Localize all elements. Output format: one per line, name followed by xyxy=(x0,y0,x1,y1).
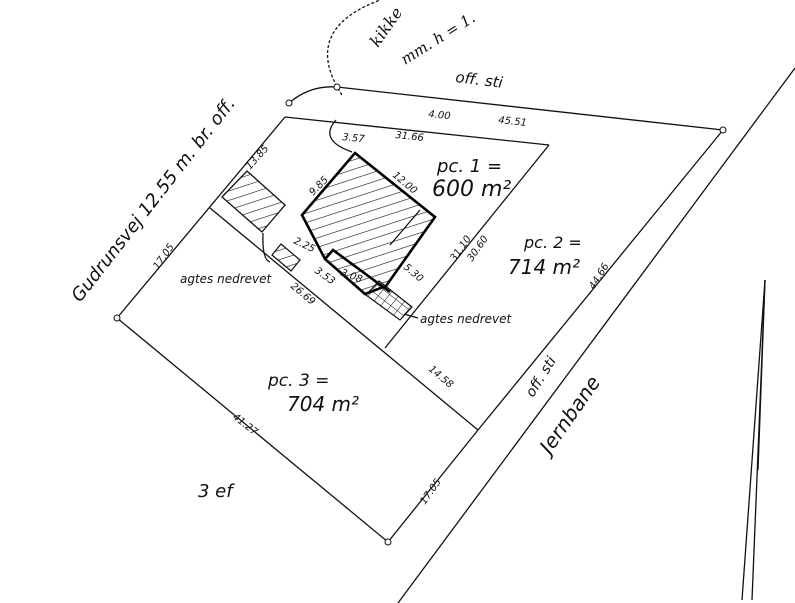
parcel-3: pc. 3 = 704 m² xyxy=(267,371,359,416)
svg-text:17.05: 17.05 xyxy=(418,477,443,507)
svg-text:13.85: 13.85 xyxy=(244,143,271,172)
svg-text:3.57: 3.57 xyxy=(342,132,366,145)
parcel-label: pc. 1 = xyxy=(436,156,502,177)
parcel-area: 714 m² xyxy=(508,255,580,279)
parcel-1: pc. 1 = 600 m² xyxy=(432,156,511,202)
svg-text:2.25: 2.25 xyxy=(292,236,317,255)
garage xyxy=(221,170,286,233)
parcel-2: pc. 2 = 714 m² xyxy=(508,233,582,279)
neighbour-label: 3 ef xyxy=(198,481,235,502)
demolished-right-label: agtes nedrevet xyxy=(420,312,513,326)
parcel-label: pc. 2 = xyxy=(523,233,582,252)
svg-text:41.27: 41.27 xyxy=(230,412,260,439)
svg-text:3.53: 3.53 xyxy=(312,265,337,287)
parcel-area: 704 m² xyxy=(287,392,359,416)
svg-text:44.66: 44.66 xyxy=(587,261,612,291)
note-line1: kikke xyxy=(366,4,407,51)
survey-points xyxy=(113,83,727,546)
svg-text:17.05: 17.05 xyxy=(151,242,176,272)
demolished-left-label: agtes nedrevet xyxy=(180,272,273,286)
svg-text:5.30: 5.30 xyxy=(401,262,425,285)
svg-text:4.00: 4.00 xyxy=(428,109,451,122)
svg-text:31.66: 31.66 xyxy=(395,130,425,144)
demolish-shed-left xyxy=(271,243,301,272)
note-line2: mm. h = 1. xyxy=(398,9,479,69)
svg-text:14.58: 14.58 xyxy=(426,364,455,391)
path-top-label: off. sti xyxy=(455,68,505,92)
parcel-area: 600 m² xyxy=(432,177,511,202)
north-arrow-icon xyxy=(741,279,766,601)
demolish-shed-right xyxy=(365,280,413,321)
boundary-lines xyxy=(116,0,795,603)
main-house xyxy=(300,151,437,296)
svg-text:45.51: 45.51 xyxy=(498,115,528,129)
parcel-label: pc. 3 = xyxy=(267,371,329,391)
